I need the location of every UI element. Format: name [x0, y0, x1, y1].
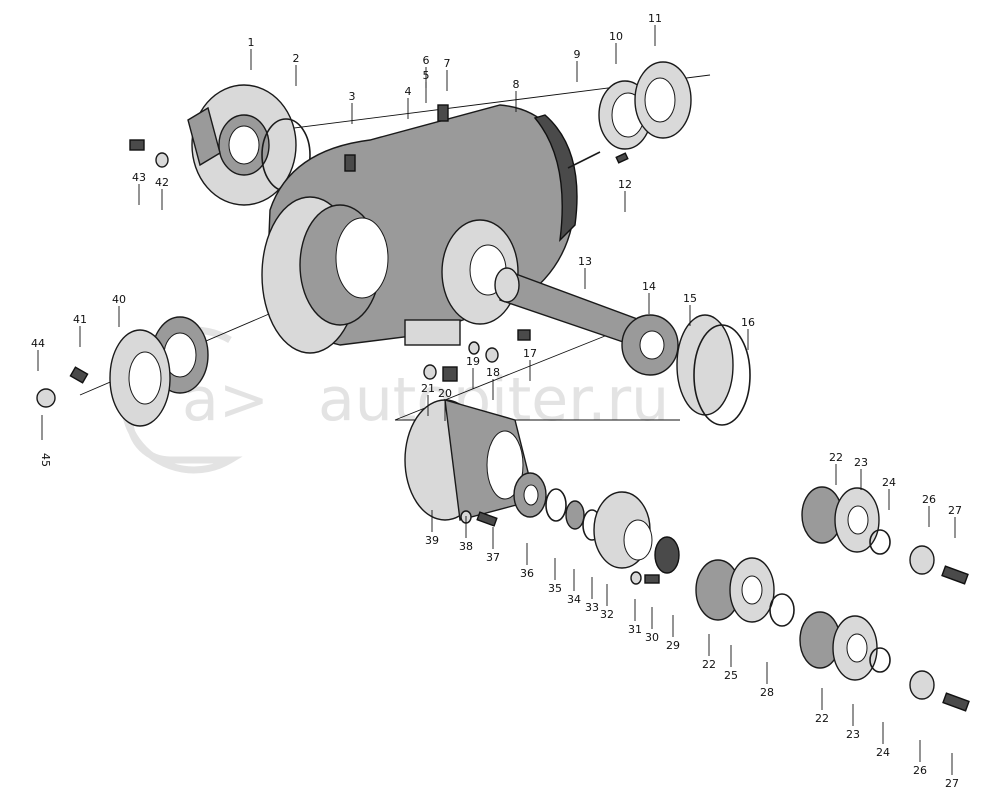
callout-30: 30 — [645, 631, 659, 644]
washer-part-21 — [423, 364, 437, 380]
bolt-part-17 — [517, 329, 531, 341]
callout-22: 22 — [815, 712, 829, 725]
callout-26: 26 — [913, 764, 927, 777]
callout-22: 22 — [829, 451, 843, 464]
bolt-part-27-upper — [941, 565, 969, 585]
bolt-part-20 — [442, 366, 458, 382]
callout-24: 24 — [876, 746, 890, 759]
callout-2: 2 — [293, 52, 300, 65]
callout-32: 32 — [600, 608, 614, 621]
bolt-part-43 — [129, 139, 145, 151]
callout-20: 20 — [438, 387, 452, 400]
callout-25: 25 — [724, 669, 738, 682]
callout-40: 40 — [112, 293, 126, 306]
ring-part-28 — [769, 593, 795, 627]
callout-16: 16 — [741, 316, 755, 329]
callout-12: 12 — [618, 178, 632, 191]
callout-4: 4 — [405, 85, 412, 98]
washer-part-26-upper — [909, 545, 935, 575]
callout-1: 1 — [248, 36, 255, 49]
ring-part-15 — [676, 314, 734, 416]
bolt-part-30 — [644, 574, 660, 584]
callout-26: 26 — [922, 493, 936, 506]
callout-17: 17 — [523, 347, 537, 360]
callout-13: 13 — [578, 255, 592, 268]
callout-27: 27 — [948, 504, 962, 517]
bearing-part-29 — [654, 536, 680, 574]
callout-42: 42 — [155, 176, 169, 189]
hub-part-22-25 — [695, 557, 775, 623]
callout-36: 36 — [520, 567, 534, 580]
callout-9: 9 — [574, 48, 581, 61]
callout-29: 29 — [666, 639, 680, 652]
washer-part-19 — [468, 341, 480, 355]
ring-part-34 — [565, 500, 585, 530]
callout-45: 45 — [39, 453, 52, 467]
callout-28: 28 — [760, 686, 774, 699]
callout-34: 34 — [567, 593, 581, 606]
flange-part-1 — [187, 84, 297, 206]
ring-part-24-upper — [869, 529, 891, 555]
callout-41: 41 — [73, 313, 87, 326]
hub-part-22-23-upper — [801, 486, 880, 553]
callout-15: 15 — [683, 292, 697, 305]
bolt-head-part-45 — [36, 388, 56, 408]
callout-27: 27 — [945, 777, 959, 790]
callout-8: 8 — [513, 78, 520, 91]
bolt-part-9 — [567, 151, 601, 169]
callout-22: 22 — [702, 658, 716, 671]
ring-part-24-lower — [869, 647, 891, 673]
callout-18: 18 — [486, 366, 500, 379]
callout-38: 38 — [459, 540, 473, 553]
callout-3: 3 — [349, 90, 356, 103]
flange-part-32 — [593, 491, 653, 569]
flange-ring-part-41 — [109, 329, 171, 427]
callout-44: 44 — [31, 337, 45, 350]
callout-23: 23 — [854, 456, 868, 469]
washer-part-42 — [155, 152, 169, 168]
callout-31: 31 — [628, 623, 642, 636]
callout-23: 23 — [846, 728, 860, 741]
fitting-part-7 — [437, 104, 449, 122]
carrier-part-39 — [404, 399, 536, 521]
callout-19: 19 — [466, 355, 480, 368]
callout-37: 37 — [486, 551, 500, 564]
ring-part-35 — [545, 488, 567, 522]
hub-part-22-23-lower — [799, 611, 878, 681]
nut-part-44 — [69, 366, 89, 384]
bearing-part-14 — [621, 314, 679, 376]
callout-10: 10 — [609, 30, 623, 43]
ring-part-16 — [693, 324, 751, 426]
callout-11: 11 — [648, 12, 662, 25]
pin-part-12 — [615, 152, 629, 164]
washer-part-18 — [485, 347, 499, 363]
callout-6: 6 — [423, 54, 430, 67]
callout-33: 33 — [585, 601, 599, 614]
callout-39: 39 — [425, 534, 439, 547]
shaft-part-13 — [494, 267, 641, 346]
callout-14: 14 — [642, 280, 656, 293]
washer-part-31 — [630, 571, 642, 585]
bolt-part-37 — [476, 511, 498, 527]
flange-ring-part-11 — [634, 61, 692, 139]
washer-part-26-lower — [909, 670, 935, 700]
callout-21: 21 — [421, 382, 435, 395]
callout-24: 24 — [882, 476, 896, 489]
bolt-part-27-lower — [942, 692, 970, 712]
callout-43: 43 — [132, 171, 146, 184]
callout-7: 7 — [444, 57, 451, 70]
callout-35: 35 — [548, 582, 562, 595]
bearing-part-36 — [513, 472, 547, 518]
fitting-part-3 — [344, 154, 356, 172]
